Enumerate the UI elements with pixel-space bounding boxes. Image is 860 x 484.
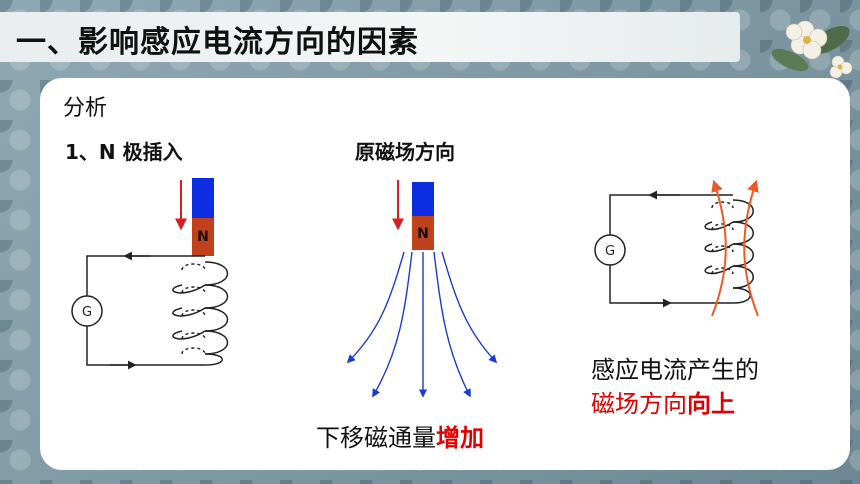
induced-field-lines xyxy=(711,179,759,317)
flux-text: 下移磁通量 xyxy=(316,424,436,452)
analysis-label: 分析 xyxy=(63,96,108,121)
slide-title: 一、影响感应电流方向的因素 xyxy=(16,25,419,60)
magnet-north-middle xyxy=(412,216,434,250)
right-induced-diagram: G xyxy=(594,179,759,317)
induced-text-plain: 磁场方向 xyxy=(591,390,687,418)
title-bar xyxy=(0,12,740,62)
induced-caption-line1: 感应电流产生的 xyxy=(591,356,759,384)
magnet-n-label-left: N xyxy=(197,229,209,245)
magnet-n-label-middle: N xyxy=(417,226,429,242)
middle-field-diagram: N xyxy=(346,180,498,398)
galvanometer-left xyxy=(71,295,103,327)
step-label: 1、N 极插入 xyxy=(65,140,183,164)
induced-caption-line2: 磁场方向向上 xyxy=(591,384,735,419)
flux-caption: 下移磁通量增加 xyxy=(316,418,484,453)
coil-left xyxy=(172,261,229,366)
coil-right xyxy=(704,199,754,304)
field-lines xyxy=(346,251,498,398)
induced-text-bold: 向上 xyxy=(687,390,735,418)
galvanometer-right xyxy=(594,234,626,266)
flower-decoration xyxy=(771,20,853,79)
flux-highlight: 增加 xyxy=(436,424,484,452)
magnet-south-left xyxy=(192,178,214,218)
magnet-south-middle xyxy=(412,182,434,216)
galvanometer-label-left: G xyxy=(82,305,92,320)
galvanometer-label-right: G xyxy=(605,244,615,259)
left-circuit-diagram: N G xyxy=(71,178,229,370)
magnet-north-left xyxy=(192,218,214,256)
field-heading: 原磁场方向 xyxy=(355,140,455,164)
